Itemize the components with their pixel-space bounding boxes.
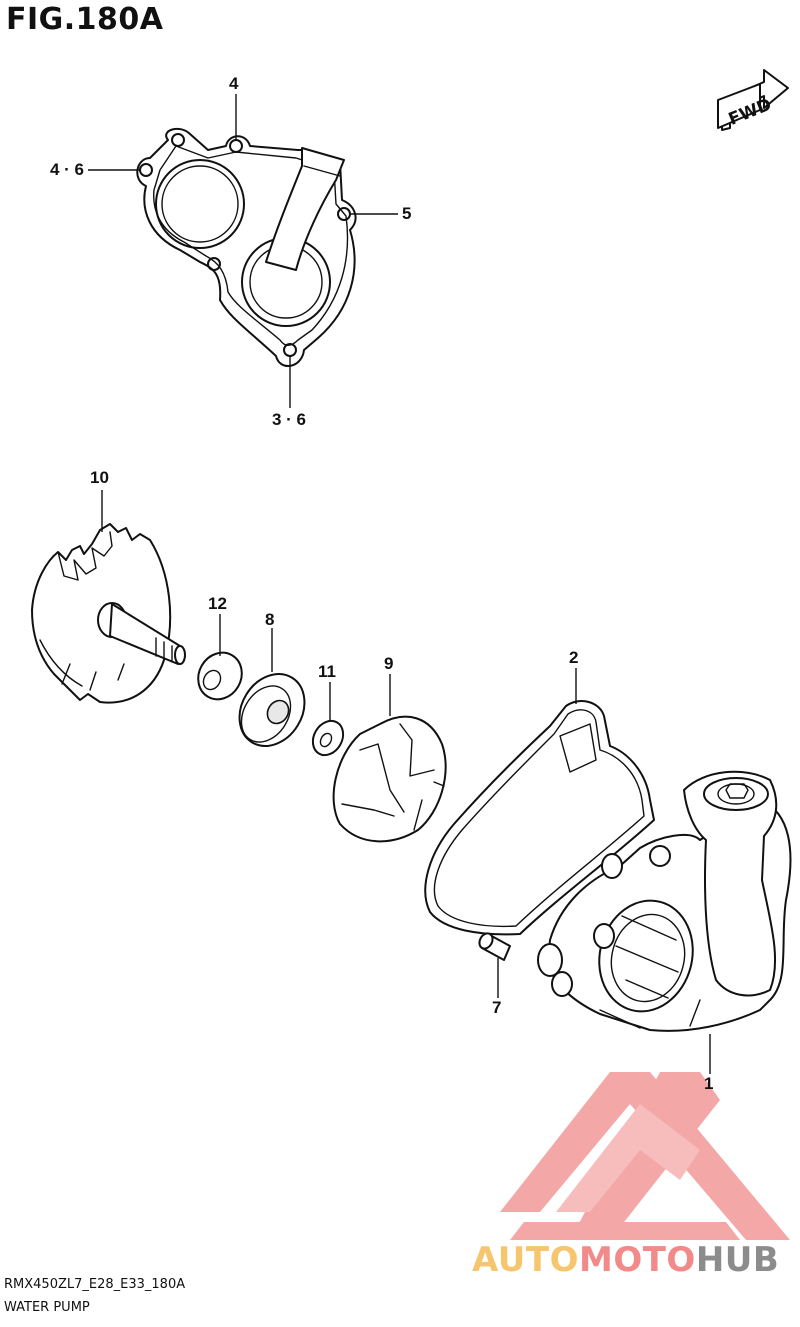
dowel-pin bbox=[478, 932, 511, 961]
gasket bbox=[424, 700, 655, 936]
small-washer bbox=[311, 719, 345, 757]
part-label-3-6: 3 · 6 bbox=[272, 410, 307, 429]
part-label-2: 2 bbox=[569, 648, 579, 667]
pump-shaft-gear bbox=[31, 523, 186, 704]
part-label-8: 8 bbox=[265, 610, 275, 629]
part-label-12: 12 bbox=[208, 594, 227, 613]
mechanical-seal bbox=[238, 673, 306, 747]
figure-title: FIG.180A bbox=[6, 2, 164, 37]
part-label-7: 7 bbox=[492, 998, 502, 1017]
impeller bbox=[332, 715, 447, 843]
leader-lines bbox=[88, 94, 711, 1074]
water-pump-cover bbox=[136, 127, 357, 367]
part-label-4: 4 bbox=[229, 74, 239, 93]
water-pump-case bbox=[537, 770, 792, 1032]
watermark-text-auto: AUTO bbox=[472, 1240, 579, 1280]
part-label-5: 5 bbox=[402, 204, 412, 223]
washer bbox=[197, 651, 243, 701]
part-label-10: 10 bbox=[90, 468, 109, 487]
watermark-text: AUTOMOTOHUB bbox=[472, 1240, 779, 1280]
part-label-1: 1 bbox=[704, 1074, 714, 1093]
watermark-text-moto: MOTO bbox=[578, 1240, 696, 1280]
assembly-name: WATER PUMP bbox=[4, 1300, 90, 1315]
model-code: RMX450ZL7_E28_E33_180A bbox=[4, 1277, 186, 1292]
watermark-logo-icon bbox=[500, 1072, 790, 1240]
part-label-4-6: 4 · 6 bbox=[50, 160, 85, 179]
watermark-text-hub: HUB bbox=[695, 1240, 780, 1280]
part-label-11: 11 bbox=[318, 662, 336, 681]
part-label-9: 9 bbox=[384, 654, 394, 673]
fwd-arrow-icon: FWD bbox=[717, 69, 789, 131]
